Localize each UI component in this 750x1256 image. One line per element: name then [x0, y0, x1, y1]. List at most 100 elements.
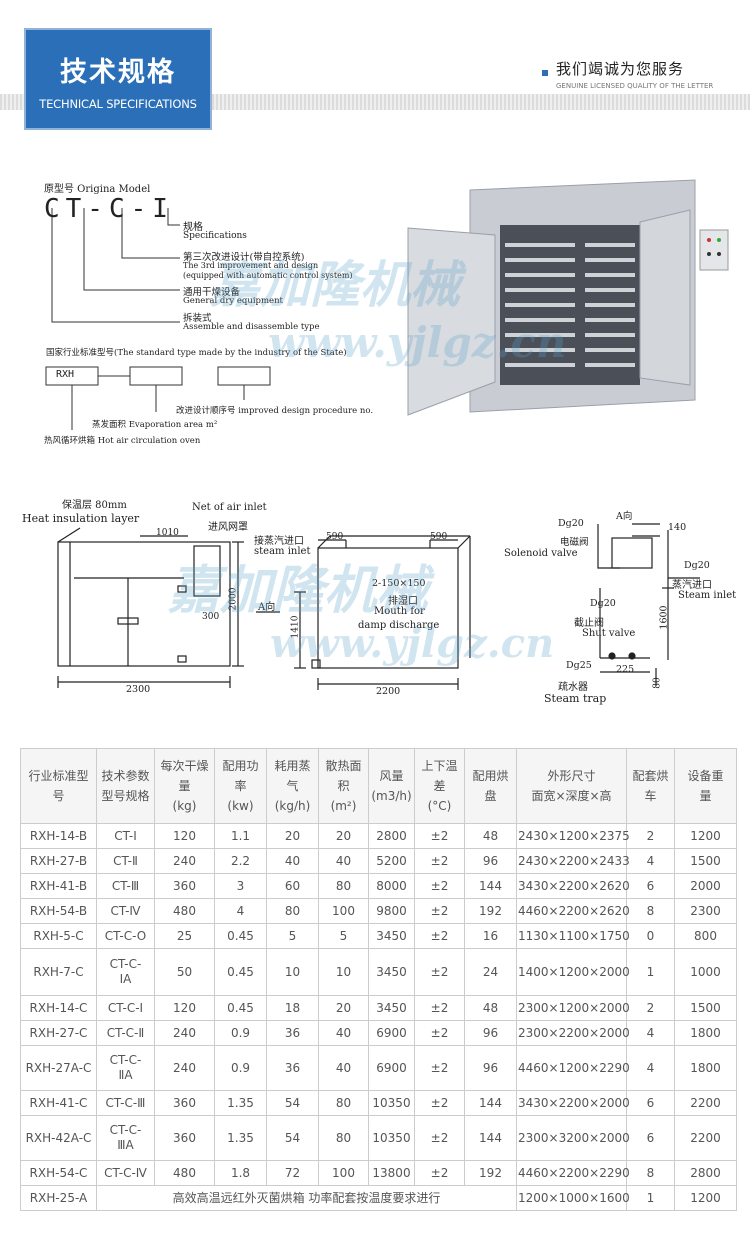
table-cell-line: 120: [173, 828, 196, 843]
table-cell-line: 80: [335, 878, 352, 893]
table-cell: CT-C-ⅢA: [96, 1115, 155, 1161]
table-cell-line: 2300×3200×2000: [518, 1130, 630, 1145]
table-cell-line: 8: [646, 903, 655, 918]
table-cell-line: 5200: [376, 853, 407, 868]
column-header-line: (m²): [330, 799, 357, 813]
table-cell: 1500: [674, 848, 737, 874]
column-header-line: 上下温: [421, 759, 458, 773]
table-cell-line: 192: [479, 903, 502, 918]
table-cell-line: CT-C-Ⅳ: [104, 1165, 147, 1180]
table-cell-line: 8: [646, 1165, 655, 1180]
table-cell-line: ±2: [430, 1060, 449, 1075]
column-header-line: (m3/h): [371, 789, 412, 803]
column-header-line: (kg/h): [274, 799, 311, 813]
technical-drawing-lines: [57, 523, 700, 690]
table-cell-line: 18: [284, 1000, 301, 1015]
table-cell-line: CT-C-O: [104, 928, 147, 943]
table-cell: 1200: [674, 823, 737, 849]
column-header: 风量(m3/h): [368, 748, 415, 824]
table-cell-line: 1500: [690, 1000, 721, 1015]
table-cell: 4460×2200×2620: [516, 898, 630, 924]
table-cell-line: 4: [646, 1060, 655, 1075]
shut-valve-zh: 截止阀: [574, 618, 604, 629]
table-cell: CT-C-ⅠA: [96, 948, 155, 996]
table-cell-line: 6: [646, 878, 655, 893]
table-cell-line: 2800: [376, 828, 407, 843]
table-cell-line: RXH-54-B: [29, 903, 88, 918]
table-cell: CT-C-Ⅳ: [96, 1160, 155, 1186]
dim-300: 300: [202, 612, 220, 622]
table-cell: RXH-14-B: [20, 823, 97, 849]
dim-590-left: 590: [326, 532, 344, 542]
table-cell: ±2: [414, 823, 465, 849]
table-cell-line: 24: [482, 964, 499, 979]
table-cell: 0.9: [214, 1045, 267, 1091]
table-cell: 48: [464, 995, 517, 1021]
column-header: 每次干燥量(kg): [154, 748, 215, 824]
table-cell: ±2: [414, 1020, 465, 1046]
column-header: 上下温差(°C): [414, 748, 465, 824]
insulation-label-zh: 保温层 80mm: [62, 500, 127, 511]
table-cell: 0: [626, 923, 675, 949]
table-cell-line: 40: [335, 1060, 352, 1075]
table-cell-line: 80: [335, 1095, 352, 1110]
column-header-line: 配用功: [222, 759, 259, 773]
column-header: 散热面积(m²): [318, 748, 369, 824]
dim-140: 140: [668, 522, 687, 533]
table-cell-line: 2800: [690, 1165, 721, 1180]
table-cell: 20: [266, 823, 319, 849]
table-cell-line: 0.9: [230, 1060, 251, 1075]
steam-trap-zh: 疏水器: [558, 682, 588, 693]
table-cell-line: 1.35: [227, 1095, 254, 1110]
table-cell-line: 4: [236, 903, 245, 918]
table-cell-line: RXH-27-B: [29, 853, 88, 868]
column-header-line: 外形尺寸: [547, 769, 596, 783]
table-cell: 1500: [674, 995, 737, 1021]
table-cell-line: ±2: [430, 828, 449, 843]
table-cell-line: 240: [173, 853, 196, 868]
improved-procedure-label: 改进设计顺序号 improved design procedure no.: [176, 406, 374, 416]
table-cell: 80: [266, 898, 319, 924]
section-title-en: TECHNICAL SPECIFICATIONS: [39, 97, 197, 111]
table-cell: 10: [318, 948, 369, 996]
table-cell-line: 96: [482, 853, 499, 868]
table-cell: 2: [626, 995, 675, 1021]
table-cell-line: ±2: [430, 1165, 449, 1180]
improve-label-en2: (equipped with automatic control system): [183, 271, 353, 280]
table-cell: 2.2: [214, 848, 267, 874]
column-header-line: 面宽×深度×高: [531, 789, 612, 803]
table-cell-line: CT-Ⅰ: [114, 828, 137, 843]
table-cell-line: 72: [284, 1165, 301, 1180]
table-cell-line: 100: [332, 1165, 355, 1180]
model-code-lines: [45, 179, 729, 430]
column-header-line: 设备重: [687, 769, 724, 783]
table-cell-line: 480: [173, 1165, 196, 1180]
column-header: 配用功率(kw): [214, 748, 267, 824]
table-cell: 5200: [368, 848, 415, 874]
table-cell: CT-Ⅰ: [96, 823, 155, 849]
dim-1600: 1600: [658, 605, 670, 630]
table-cell-line: 10350: [372, 1130, 411, 1145]
table-cell-line: 16: [482, 928, 499, 943]
table-cell: 96: [464, 1045, 517, 1091]
table-cell: 2200: [674, 1115, 737, 1161]
table-cell-line: 80: [335, 1130, 352, 1145]
table-cell-line: RXH-14-C: [29, 1000, 88, 1015]
steam-in-en: Steam inlet: [678, 590, 737, 601]
discharge-zh: 排湿口: [388, 596, 418, 607]
table-cell: 40: [266, 848, 319, 874]
table-cell-line: 9800: [376, 903, 407, 918]
table-cell-line: 10350: [372, 1095, 411, 1110]
table-cell: 8: [626, 1160, 675, 1186]
table-cell: 10350: [368, 1090, 415, 1116]
table-cell-line: 4: [646, 853, 655, 868]
table-cell-line: ±2: [430, 1000, 449, 1015]
table-cell-line: RXH-54-C: [29, 1165, 88, 1180]
table-cell-line: 36: [284, 1060, 301, 1075]
table-cell-line: 2300: [690, 903, 721, 918]
table-cell: ±2: [414, 873, 465, 899]
